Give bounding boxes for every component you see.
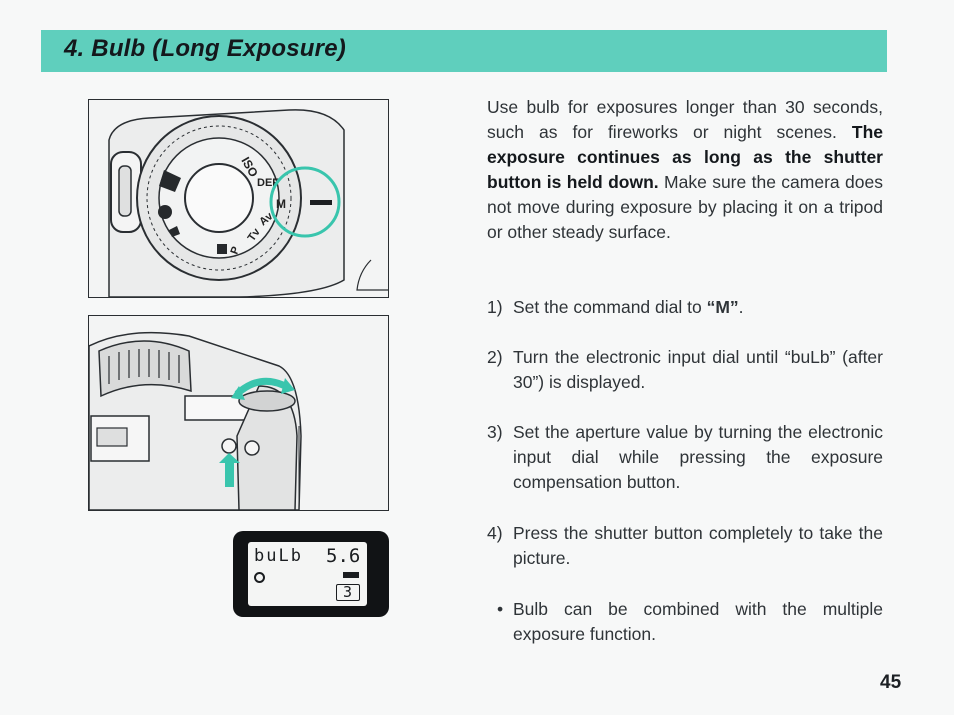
step-3: 3) Set the aperture value by turning the… xyxy=(487,420,883,495)
step-text: Set the aperture value by turning the el… xyxy=(513,422,883,492)
section-title: 4. Bulb (Long Exposure) xyxy=(64,35,346,62)
step-text: Turn the electronic input dial until “bu… xyxy=(513,347,883,392)
intro-lead: Use bulb for exposures longer than 30 se… xyxy=(487,97,883,142)
step-1: 1) Set the command dial to “M”. xyxy=(487,295,883,320)
step-number: 2) xyxy=(487,347,503,367)
mode-highlight-ring xyxy=(269,166,341,238)
dial-label-p: P xyxy=(229,245,243,256)
press-arrow-icon xyxy=(225,461,234,487)
step-text-pre: Set the command dial to xyxy=(513,297,707,317)
command-dial-illustration: ISO DEF M Av Tv P xyxy=(108,109,388,297)
multiple-exposure-icon xyxy=(254,572,265,583)
intro-tail: Make sure the camera does not move durin… xyxy=(487,172,883,242)
step-number: 3) xyxy=(487,422,503,442)
intro-paragraph: Use bulb for exposures longer than 30 se… xyxy=(487,95,883,245)
step-text: Set the command dial to “M”. xyxy=(513,295,883,320)
mode-pointer-icon xyxy=(310,200,332,205)
bullet-text: Bulb can be combined with the multiple e… xyxy=(513,599,883,644)
step-2: 2) Turn the electronic input dial until … xyxy=(487,345,883,395)
camera-body-figure xyxy=(88,315,389,511)
lcd-aperture-readout: 5.6 xyxy=(326,545,361,567)
step-number: 4) xyxy=(487,523,503,543)
bullet-icon: • xyxy=(497,599,504,619)
bullet-note: • Bulb can be combined with the multiple… xyxy=(487,597,883,647)
lcd-mode-readout: buLb xyxy=(254,546,303,566)
intro-emphasis: The exposure continues as long as the sh… xyxy=(487,122,883,192)
battery-icon xyxy=(343,572,359,578)
command-dial-icon xyxy=(136,115,302,281)
lcd-screen: buLb 5.6 3 xyxy=(248,542,367,606)
step-4: 4) Press the shutter button completely t… xyxy=(487,521,883,571)
section-header-band xyxy=(41,30,887,72)
step-text-bold: “M” xyxy=(706,297,739,317)
frame-counter-box xyxy=(336,584,360,601)
camera-body-illustration xyxy=(89,331,302,510)
command-dial-figure: ISO DEF M Av Tv P xyxy=(88,99,389,298)
step-text: Press the shutter button completely to t… xyxy=(513,523,883,568)
step-text-post: . xyxy=(738,297,744,317)
step-number: 1) xyxy=(487,297,503,317)
lcd-panel: buLb 5.6 3 xyxy=(233,531,389,617)
lcd-frame-readout: 3 xyxy=(343,583,353,601)
page-number: 45 xyxy=(880,672,902,693)
dial-label-m: M xyxy=(276,197,286,211)
